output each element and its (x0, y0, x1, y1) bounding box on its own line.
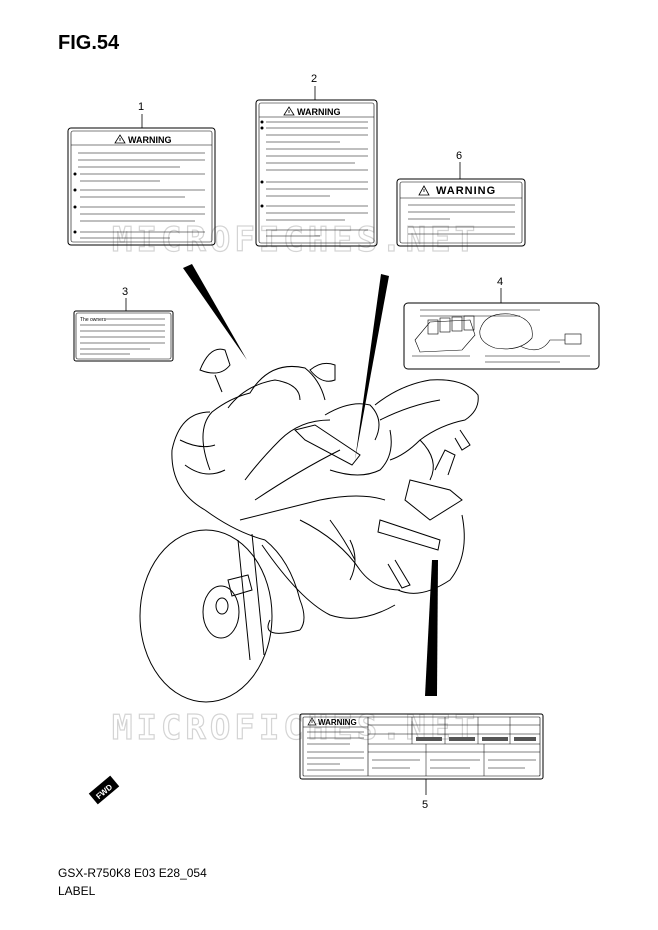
callout-2: 2 (311, 73, 317, 85)
callout-4: 4 (497, 276, 503, 288)
callout-3: 3 (122, 286, 128, 298)
figure-title: FIG.54 (58, 32, 120, 54)
warning-triangle-icon (418, 185, 430, 196)
label-1-heading: WARNING (128, 135, 172, 145)
pointer-wedges (183, 264, 438, 696)
callout-6: 6 (456, 150, 462, 162)
watermark-top: MICROFICHES.NET (112, 220, 479, 260)
label-4[interactable]: 4 (403, 276, 600, 370)
label-6-heading: WARNING (436, 185, 496, 197)
label-3[interactable]: 3 The owners (73, 286, 174, 362)
label-2[interactable]: 2 WARNING (255, 73, 378, 247)
label-5-heading: WARNING (318, 718, 357, 727)
label-3-heading: The owners (80, 317, 107, 323)
forward-direction-badge: FWD (88, 775, 120, 805)
warning-triangle-icon (283, 106, 295, 116)
warning-triangle-icon (307, 717, 317, 726)
section-label: LABEL (58, 884, 96, 898)
motorcycle-illustration (139, 348, 479, 703)
warning-triangle-icon (114, 134, 126, 144)
label-6[interactable]: 6 WARNING (396, 150, 526, 247)
model-code: GSX-R750K8 E03 E28_054 (58, 866, 207, 880)
callout-1: 1 (138, 101, 144, 113)
callout-5: 5 (422, 799, 428, 811)
label-1[interactable]: 1 WARNING (67, 101, 216, 246)
label-2-heading: WARNING (297, 107, 341, 117)
label-5[interactable]: WARNING 5 (299, 713, 544, 811)
